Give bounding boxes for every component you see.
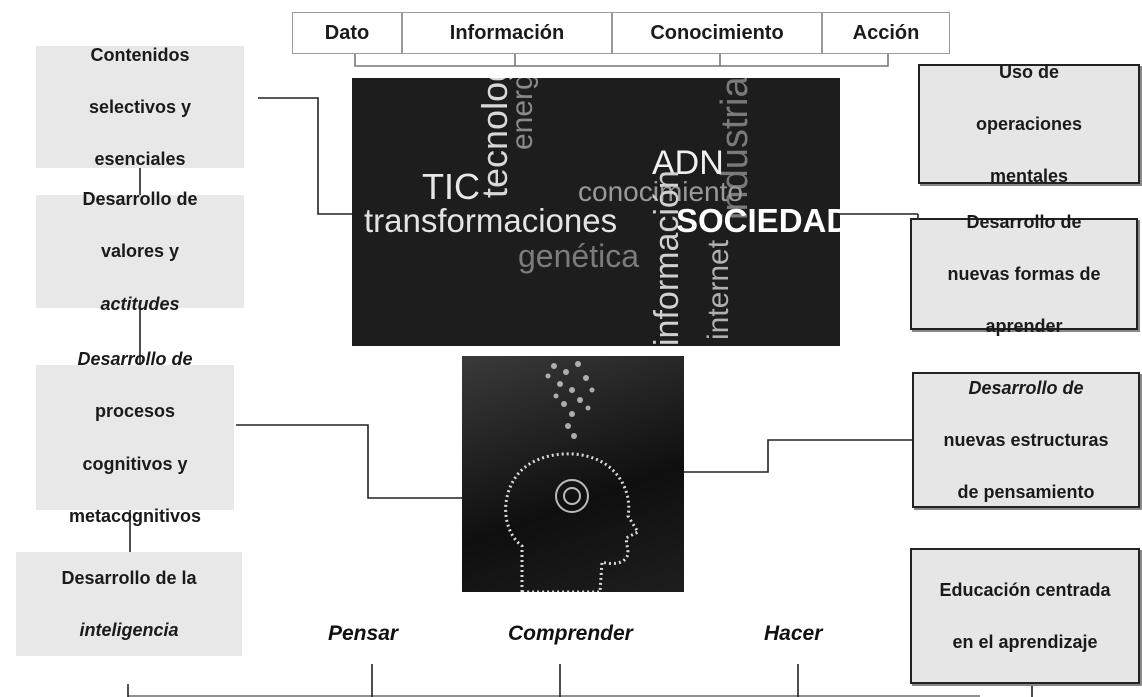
box-text: Uso de <box>998 61 1059 82</box>
box-text: Desarrollo de <box>82 189 198 210</box>
head-illustration <box>504 361 641 592</box>
box-text: esenciales <box>94 149 186 170</box>
left-box-valores: Desarrollo de valores y actitudes <box>36 189 244 314</box>
box-text: nuevas estructuras <box>943 429 1109 450</box>
box-text: Desarrollo de la <box>61 567 197 588</box>
stage-conocimiento: Conocimiento <box>612 12 822 54</box>
stage-label: Conocimiento <box>650 21 784 44</box>
word-informacion: información <box>648 170 686 346</box>
box-text: mentales <box>989 166 1069 187</box>
box-text: actitudes <box>100 293 180 314</box>
box-text: Contenidos <box>90 44 190 65</box>
action-comprender: Comprender <box>508 622 633 645</box>
word-adn: ADN <box>652 144 724 182</box>
right-box-aprender: Desarrollo de nuevas formas de aprender <box>910 212 1138 336</box>
right-box-estructuras: Desarrollo de nuevas estructuras de pens… <box>912 372 1140 508</box>
stage-dato: Dato <box>292 12 402 54</box>
stage-label: Información <box>449 21 565 44</box>
box-text: nuevas formas de <box>947 263 1101 284</box>
stage-label: Acción <box>852 21 920 44</box>
head-silhouette-image <box>462 356 684 592</box>
action-pensar: Pensar <box>328 622 399 645</box>
right-box-operaciones: Uso de operaciones mentales <box>918 62 1140 186</box>
word-genetica: genética <box>518 238 639 274</box>
box-text: Desarrollo de <box>966 211 1082 232</box>
word-transformaciones: transformaciones <box>364 202 618 239</box>
box-text: aprender <box>985 316 1063 337</box>
word-sociedad: SOCIEDAD <box>676 202 840 239</box>
left-box-inteligencia: Desarrollo de la inteligencia <box>16 552 242 656</box>
word-tic: TIC <box>422 166 480 207</box>
action-hacer: Hacer <box>764 622 823 645</box>
box-text: procesos <box>94 401 176 422</box>
word-tecnologia: tecnología <box>474 78 515 198</box>
stage-informacion: Información <box>402 12 612 54</box>
box-text: valores y <box>100 241 180 262</box>
word-internet: internet <box>702 239 735 340</box>
stage-accion: Acción <box>822 12 950 54</box>
box-text: cognitivos y <box>82 453 188 474</box>
box-text: Educación centrada <box>939 579 1111 600</box>
word-cloud-image: energía tecnología TIC industrial ADN co… <box>352 78 840 346</box>
box-text: en el aprendizaje <box>952 632 1098 653</box>
word-conocimiento: conocimiento <box>578 176 743 207</box>
box-text: Desarrollo de <box>77 349 193 370</box>
stage-label: Dato <box>324 21 370 44</box>
box-text: Desarrollo de <box>968 377 1084 398</box>
left-box-procesos: Desarrollo de procesos cognitivos y meta… <box>36 349 234 526</box>
box-text: selectivos y <box>88 96 192 117</box>
box-text: metacognitivos <box>68 505 202 526</box>
box-text: de pensamiento <box>957 482 1095 503</box>
box-text: operaciones <box>975 113 1083 134</box>
box-text: inteligencia <box>79 620 179 641</box>
right-box-educacion: Educación centrada en el aprendizaje <box>910 548 1140 684</box>
left-box-contenidos: Contenidos selectivos y esenciales <box>36 45 244 169</box>
